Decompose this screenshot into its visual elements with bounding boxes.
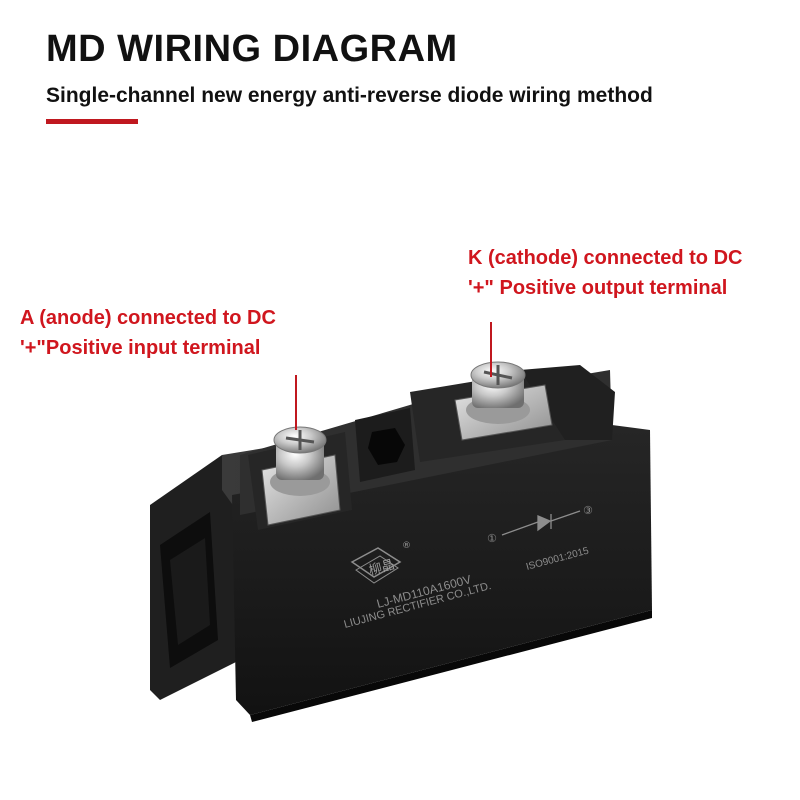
mounting-flange — [150, 455, 240, 700]
pin-1-label: ① — [487, 532, 497, 545]
cathode-leader-line — [490, 322, 492, 377]
accent-underline — [46, 119, 138, 124]
diagram-title: MD WIRING DIAGRAM — [46, 28, 458, 70]
cathode-callout-line1: K (cathode) connected to DC — [468, 247, 743, 269]
diagram-subtitle: Single-channel new energy anti-reverse d… — [46, 84, 653, 107]
cathode-callout: K (cathode) connected to DC '+" Positive… — [468, 243, 742, 303]
anode-callout: A (anode) connected to DC '+"Positive in… — [20, 303, 276, 363]
pin-3-label: ③ — [583, 504, 593, 517]
anode-callout-line1: A (anode) connected to DC — [20, 307, 276, 329]
brand-logo-text: 柳晶 — [367, 558, 396, 579]
brand-logo — [350, 547, 402, 584]
diode-symbol — [501, 510, 581, 536]
registered-mark: ® — [402, 541, 411, 551]
module-body — [222, 365, 652, 722]
anode-terminal — [261, 426, 341, 526]
cathode-callout-line2: '+" Positive output terminal — [468, 277, 728, 299]
anode-leader-line — [295, 375, 297, 430]
cathode-terminal — [454, 361, 553, 441]
anode-callout-line2: '+"Positive input terminal — [20, 337, 261, 359]
